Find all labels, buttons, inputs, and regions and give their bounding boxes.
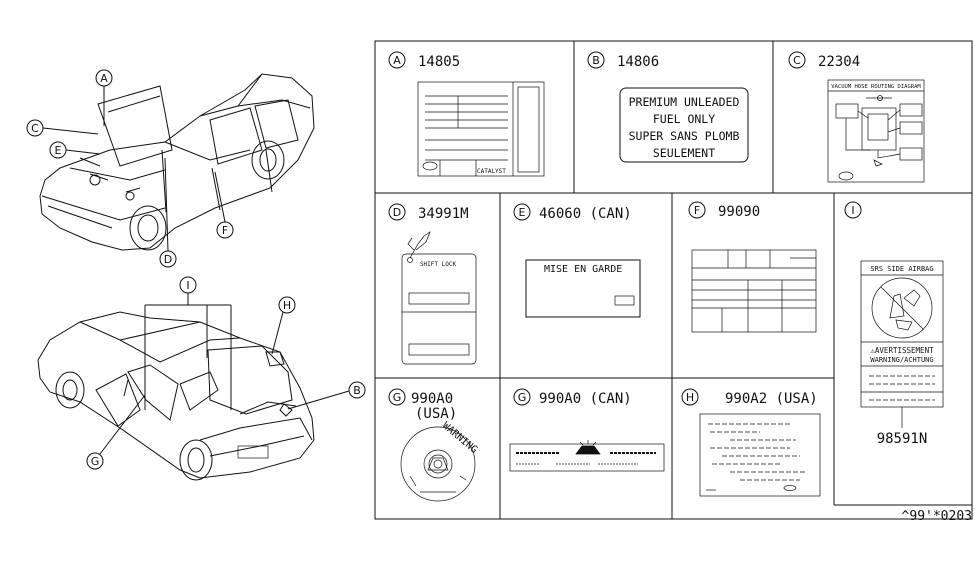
callout-H: H — [271, 296, 296, 355]
svg-text:H: H — [283, 299, 291, 312]
warning-round-label — [400, 426, 476, 502]
svg-text:98591N: 98591N — [877, 431, 928, 447]
tire-info-label-99090 — [691, 249, 817, 333]
svg-text:99090: 99090 — [718, 204, 760, 220]
svg-text:G: G — [518, 391, 527, 404]
svg-text:PREMIUM UNLEADED: PREMIUM UNLEADED — [629, 95, 740, 109]
svg-text:I: I — [851, 204, 854, 217]
part-G-usa-cell[interactable]: G 990A0 (USA) WARNING — [388, 388, 479, 502]
svg-text:VACUUM HOSE ROUTING DIAGRAM: VACUUM HOSE ROUTING DIAGRAM — [831, 84, 921, 90]
svg-text:A: A — [393, 54, 401, 67]
svg-text:I: I — [186, 279, 189, 292]
svg-text:A: A — [100, 72, 108, 85]
upper-car-illustration — [39, 73, 315, 251]
part-B-cell[interactable]: B 14806 PREMIUM UNLEADED FUEL ONLY SUPER… — [587, 51, 749, 163]
part-H-cell[interactable]: H 990A2 (USA) — [681, 388, 821, 497]
svg-text:F: F — [222, 224, 228, 237]
svg-text:990A0: 990A0 — [411, 391, 453, 407]
part-I-cell[interactable]: I SRS SIDE AIRBAG ⚠AVERTISSEMENT WARNING… — [844, 201, 944, 447]
svg-text:D: D — [393, 206, 401, 219]
svg-text:22304: 22304 — [818, 54, 860, 70]
parts-grid — [374, 40, 973, 520]
shift-lock-tag — [401, 231, 477, 365]
svg-text:B: B — [353, 384, 361, 397]
svg-text:WARNING/ACHTUNG: WARNING/ACHTUNG — [870, 356, 933, 364]
svg-text:FUEL ONLY: FUEL ONLY — [653, 112, 715, 126]
callout-I: I — [144, 276, 232, 410]
svg-text:990A0 (CAN): 990A0 (CAN) — [539, 391, 632, 407]
part-C-cell[interactable]: C 22304 VACUUM HOSE ROUTING DIAGRAM — [788, 51, 925, 183]
part-G-can-cell[interactable]: G 990A0 (CAN) — [509, 388, 665, 472]
svg-text:(USA): (USA) — [415, 406, 457, 422]
callout-G: G — [86, 394, 146, 470]
svg-text:H: H — [686, 391, 694, 404]
callout-C: C — [26, 119, 99, 137]
diagram-reference-code: ^99'*0203 — [902, 509, 972, 524]
svg-text:E: E — [519, 206, 526, 219]
lower-car-illustration — [37, 311, 315, 481]
warning-strip-label — [509, 440, 665, 472]
callout-B: B — [287, 381, 366, 410]
callout-D: D — [159, 157, 177, 268]
svg-text:MISE EN GARDE: MISE EN GARDE — [544, 264, 622, 275]
callout-A: A — [95, 69, 113, 126]
svg-text:46060 (CAN): 46060 (CAN) — [539, 206, 632, 222]
svg-text:C: C — [793, 54, 801, 67]
fuel-label-14806 — [619, 87, 749, 163]
svg-text:G: G — [393, 391, 402, 404]
svg-text:SUPER SANS PLOMB: SUPER SANS PLOMB — [629, 129, 740, 143]
svg-text:CATALYST: CATALYST — [477, 168, 506, 175]
part-E-cell[interactable]: E 46060 (CAN) MISE EN GARDE — [513, 203, 641, 318]
svg-text:990A2 (USA): 990A2 (USA) — [725, 391, 818, 407]
svg-text:B: B — [592, 54, 600, 67]
svg-text:G: G — [91, 455, 100, 468]
info-text-label-990A2 — [699, 413, 821, 497]
svg-text:C: C — [31, 122, 39, 135]
svg-text:E: E — [55, 144, 62, 157]
svg-text:⚠AVERTISSEMENT: ⚠AVERTISSEMENT — [870, 346, 934, 355]
part-A-cell[interactable]: A 14805 CATALYST — [388, 51, 545, 177]
svg-text:SHIFT LOCK: SHIFT LOCK — [420, 261, 457, 268]
part-D-cell[interactable]: D 34991M SHIFT LOCK — [388, 203, 477, 365]
emission-label-14805 — [417, 81, 545, 177]
svg-text:WARNING: WARNING — [440, 420, 479, 456]
svg-text:SEULEMENT: SEULEMENT — [653, 146, 715, 160]
mise-en-garde-label — [525, 259, 641, 318]
callout-F: F — [214, 171, 234, 239]
svg-text:34991M: 34991M — [418, 206, 469, 222]
part-F-cell[interactable]: F 99090 — [688, 201, 817, 333]
callout-E: E — [49, 141, 101, 159]
svg-text:F: F — [694, 204, 700, 217]
srs-side-airbag-label — [860, 260, 944, 428]
svg-text:D: D — [164, 253, 172, 266]
vacuum-hose-diagram-label — [827, 79, 925, 183]
svg-text:14805: 14805 — [418, 54, 460, 70]
svg-text:SRS SIDE AIRBAG: SRS SIDE AIRBAG — [870, 265, 933, 273]
svg-text:14806: 14806 — [617, 54, 659, 70]
